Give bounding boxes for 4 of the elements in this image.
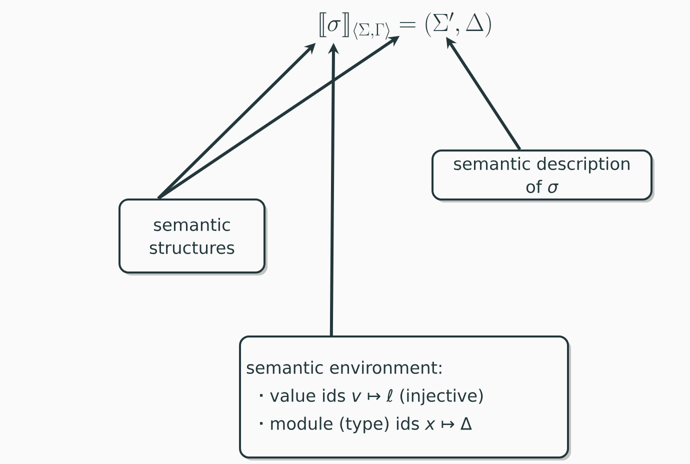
text-box: semantic structures <box>118 198 268 276</box>
text-box: semantic description of σ <box>432 150 654 202</box>
formula: $\llbracket\sigma\rrbracket_{\langle\Sigma,\Gamma\rangle} = (\Sigma', \Delta)$ <box>320 12 491 40</box>
text-box: semantic environment: value ids v ↦ ℓ (injective) module (type) ids x ↦ Δ <box>239 336 571 460</box>
